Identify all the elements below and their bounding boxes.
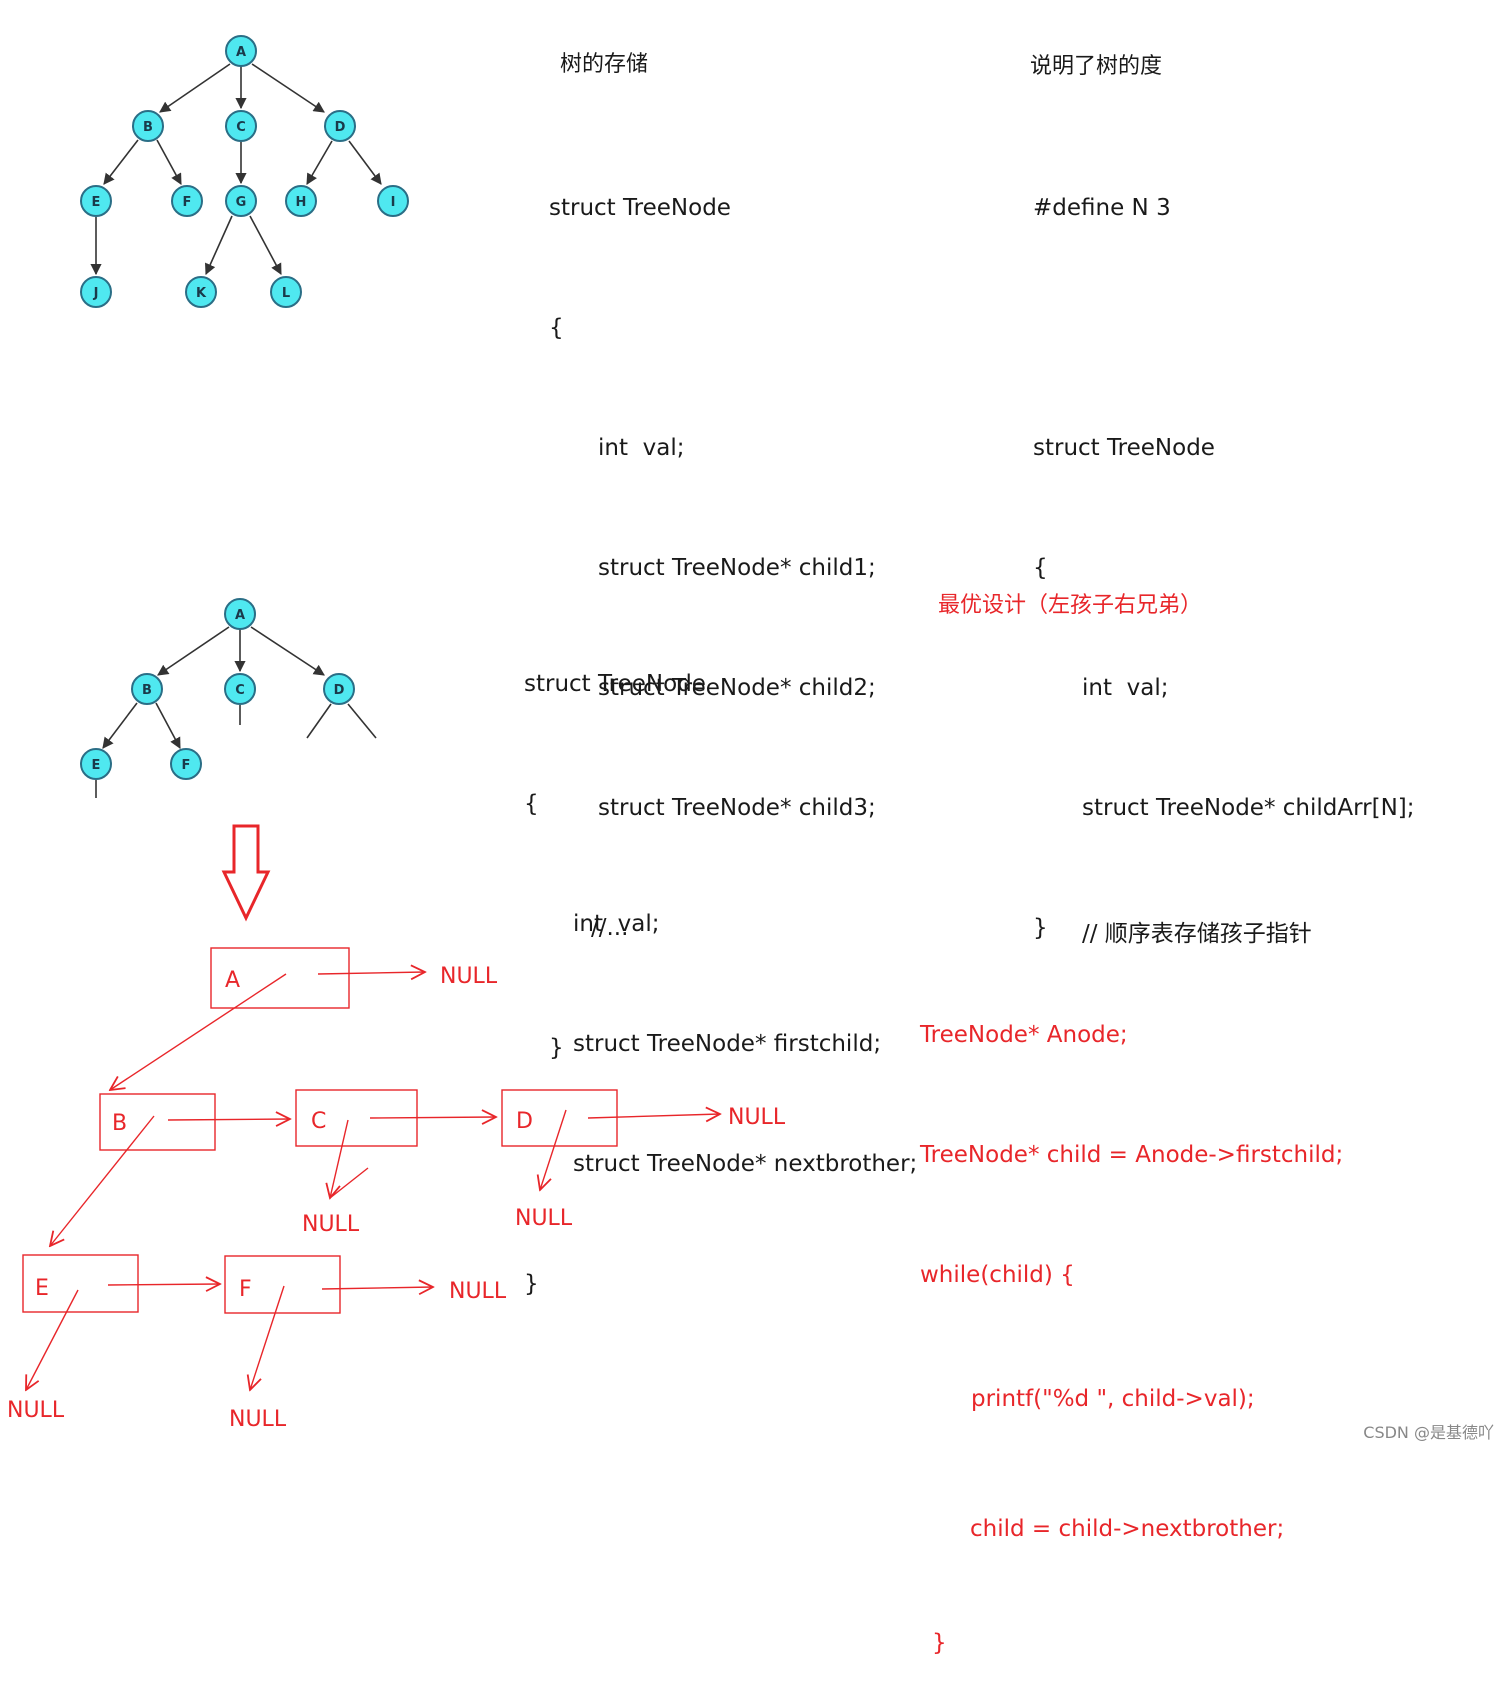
tree-node-e: E bbox=[80, 748, 112, 780]
code-line: struct TreeNode* nextbrother; bbox=[573, 1151, 918, 1177]
node-label: G bbox=[236, 195, 247, 210]
box-label-c: C bbox=[311, 1109, 326, 1134]
tree-node-f: F bbox=[170, 748, 202, 780]
section2-code: #define N 3 struct TreeNode { int val; s… bbox=[1033, 108, 1415, 994]
code-line: struct TreeNode bbox=[524, 671, 706, 697]
node-label: D bbox=[334, 683, 345, 698]
code-line: //... bbox=[591, 915, 629, 941]
node-label: F bbox=[182, 758, 191, 773]
code-line: TreeNode* Anode; bbox=[920, 1022, 1128, 1048]
section2-heading: 说明了树的度 bbox=[1030, 54, 1163, 79]
tree-node-g: G bbox=[225, 185, 257, 217]
tree-node-b: B bbox=[132, 110, 164, 142]
code-line: TreeNode* child = Anode->firstchild; bbox=[920, 1142, 1344, 1168]
null-label: NULL bbox=[515, 1206, 573, 1231]
box-label-d: D bbox=[516, 1109, 533, 1134]
node-label: B bbox=[143, 120, 153, 135]
node-label: A bbox=[235, 608, 245, 623]
node-label: E bbox=[92, 195, 101, 210]
section4-heading: 最优设计（左孩子右兄弟） bbox=[938, 593, 1203, 618]
null-label: NULL bbox=[302, 1212, 360, 1237]
down-arrow-icon bbox=[221, 824, 271, 922]
node-label: A bbox=[236, 45, 246, 60]
tree-node-a: A bbox=[225, 35, 257, 67]
tree-node-h: H bbox=[285, 185, 317, 217]
code-line: } bbox=[524, 1271, 539, 1297]
tree-node-i: I bbox=[377, 185, 409, 217]
tree-node-b: B bbox=[131, 673, 163, 705]
tree-node-c: C bbox=[225, 110, 257, 142]
code-line: } bbox=[549, 1035, 564, 1061]
code-line: struct TreeNode* childArr[N]; bbox=[1082, 795, 1415, 821]
tree-diagram-top: A B C D E F G H I J K L bbox=[80, 35, 409, 308]
node-box-e bbox=[22, 1254, 139, 1313]
null-label: NULL bbox=[229, 1407, 287, 1432]
node-label: C bbox=[235, 683, 245, 698]
code-line: struct TreeNode bbox=[549, 195, 731, 221]
node-label: C bbox=[236, 120, 246, 135]
tree-node-d: D bbox=[323, 673, 355, 705]
section1-heading: 树的存储 bbox=[560, 52, 649, 77]
box-label-a: A bbox=[225, 968, 240, 993]
node-label: E bbox=[92, 758, 101, 773]
code-line: int val; bbox=[573, 911, 660, 937]
node-label: F bbox=[183, 195, 192, 210]
node-label: H bbox=[296, 195, 307, 210]
code-line: #define N 3 bbox=[1033, 195, 1171, 221]
tree-node-k: K bbox=[185, 276, 217, 308]
code-line: } bbox=[1033, 915, 1048, 941]
code-line: struct TreeNode* firstchild; bbox=[573, 1031, 882, 1057]
tree-node-f: F bbox=[171, 185, 203, 217]
tree-node-l: L bbox=[270, 276, 302, 308]
tree-node-e: E bbox=[80, 185, 112, 217]
tree-node-a: A bbox=[224, 598, 256, 630]
node-label: J bbox=[93, 286, 99, 301]
code-line: int val; bbox=[1082, 675, 1169, 701]
null-label: NULL bbox=[7, 1398, 65, 1423]
code-line: struct TreeNode* child1; bbox=[598, 555, 876, 581]
section3-code: struct TreeNode { int val; struct TreeNo… bbox=[524, 584, 917, 1344]
code-line: struct TreeNode bbox=[1033, 435, 1215, 461]
code-line: struct TreeNode* child2; bbox=[598, 675, 876, 701]
node-box-d bbox=[501, 1089, 618, 1147]
node-box-f bbox=[224, 1255, 341, 1314]
node-label: B bbox=[142, 683, 152, 698]
tree-node-d: D bbox=[324, 110, 356, 142]
node-label: I bbox=[391, 195, 396, 210]
code-line: struct TreeNode* child3; bbox=[598, 795, 876, 821]
left-child-right-sibling-diagram: A B C D E F NULL NULL NULL NULL NULL NUL… bbox=[7, 824, 786, 1432]
null-label: NULL bbox=[728, 1105, 786, 1130]
code-line: while(child) { bbox=[920, 1262, 1075, 1288]
section1-code: struct TreeNode { int val; struct TreeNo… bbox=[549, 108, 876, 1108]
tree-node-c: C bbox=[224, 673, 256, 705]
code-line: { bbox=[549, 315, 564, 341]
top-tree-nodes: A B C D E F G H I J K L bbox=[80, 35, 409, 308]
code-line: { bbox=[524, 791, 539, 817]
node-label: K bbox=[196, 286, 207, 301]
code-line: } bbox=[932, 1630, 947, 1656]
bottom-tree-nodes: A B C D E F bbox=[80, 598, 355, 780]
code-line: { bbox=[1033, 555, 1048, 581]
section4-code: TreeNode* Anode; TreeNode* child = Anode… bbox=[920, 935, 1343, 1703]
null-label: NULL bbox=[440, 964, 498, 989]
code-line: printf("%d ", child->val); bbox=[971, 1386, 1255, 1412]
box-label-f: F bbox=[239, 1277, 252, 1302]
watermark: CSDN @是基德吖 bbox=[1363, 1423, 1494, 1442]
node-label: L bbox=[282, 286, 290, 301]
tree-node-j: J bbox=[80, 276, 112, 308]
node-label: D bbox=[335, 120, 346, 135]
code-line: child = child->nextbrother; bbox=[970, 1516, 1285, 1542]
box-label-b: B bbox=[112, 1111, 127, 1136]
node-box-b bbox=[99, 1093, 216, 1151]
tree-diagram-bottom: A B C D E F bbox=[80, 598, 377, 798]
null-label: NULL bbox=[449, 1279, 507, 1304]
node-box-a bbox=[210, 947, 350, 1009]
code-line: // 顺序表存储孩子指针 bbox=[1082, 921, 1312, 947]
box-label-e: E bbox=[35, 1276, 49, 1301]
code-line: int val; bbox=[598, 435, 685, 461]
